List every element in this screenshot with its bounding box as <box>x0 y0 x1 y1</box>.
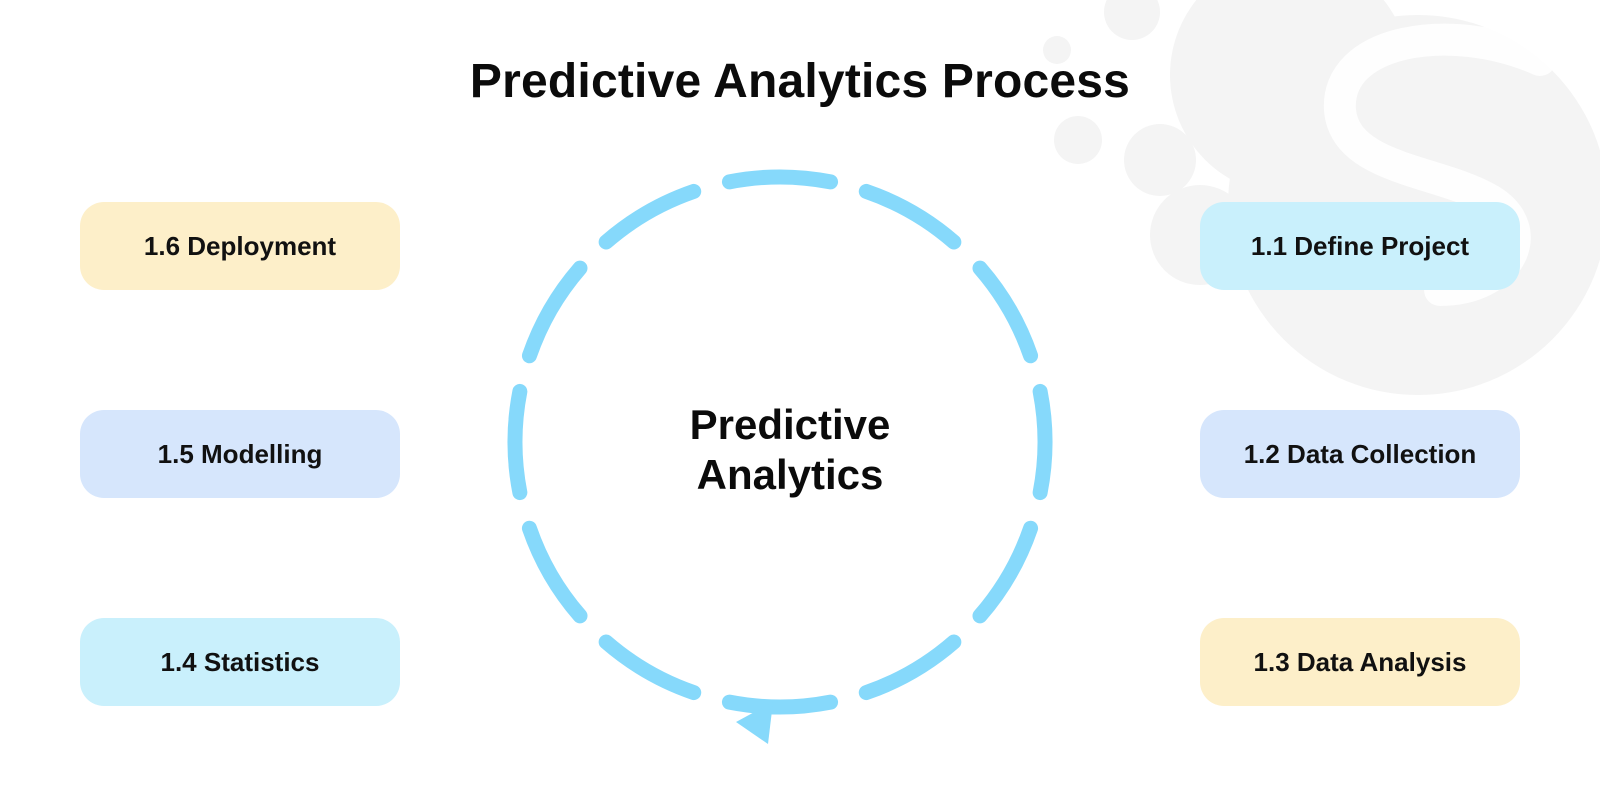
ring-segment <box>521 520 588 624</box>
ring-segment <box>972 520 1039 624</box>
ring-segment <box>721 169 839 190</box>
step-define-project: 1.1 Define Project <box>1200 202 1520 290</box>
ring-segments <box>507 169 1053 715</box>
ring-segment <box>598 183 702 250</box>
ring-segment <box>858 634 962 701</box>
step-data-analysis: 1.3 Data Analysis <box>1200 618 1520 706</box>
step-label: 1.1 Define Project <box>1250 230 1470 261</box>
ring-segment <box>598 634 702 701</box>
center-label-line1: Predictive <box>689 401 891 448</box>
step-label: 1.2 Data Collection <box>1243 438 1477 469</box>
ring-segment <box>972 260 1039 364</box>
ring-segment <box>521 260 588 364</box>
center-label-line2: Analytics <box>696 451 884 498</box>
cycle-arrowhead-icon <box>736 702 773 744</box>
page-title: Predictive Analytics Process <box>469 55 1131 108</box>
step-label: 1.3 Data Analysis <box>1253 646 1467 677</box>
ring-segment <box>721 694 839 715</box>
step-label: 1.4 Statistics <box>160 646 320 677</box>
step-data-collection: 1.2 Data Collection <box>1200 410 1520 498</box>
ring-segment <box>1032 383 1053 501</box>
step-label: 1.6 Deployment <box>143 230 337 261</box>
step-label: 1.5 Modelling <box>157 438 323 469</box>
ring-segment <box>507 383 528 501</box>
step-deployment: 1.6 Deployment <box>80 202 400 290</box>
center-label: Predictive Analytics <box>630 400 950 500</box>
step-modelling: 1.5 Modelling <box>80 410 400 498</box>
ring-segment <box>858 183 962 250</box>
step-statistics: 1.4 Statistics <box>80 618 400 706</box>
